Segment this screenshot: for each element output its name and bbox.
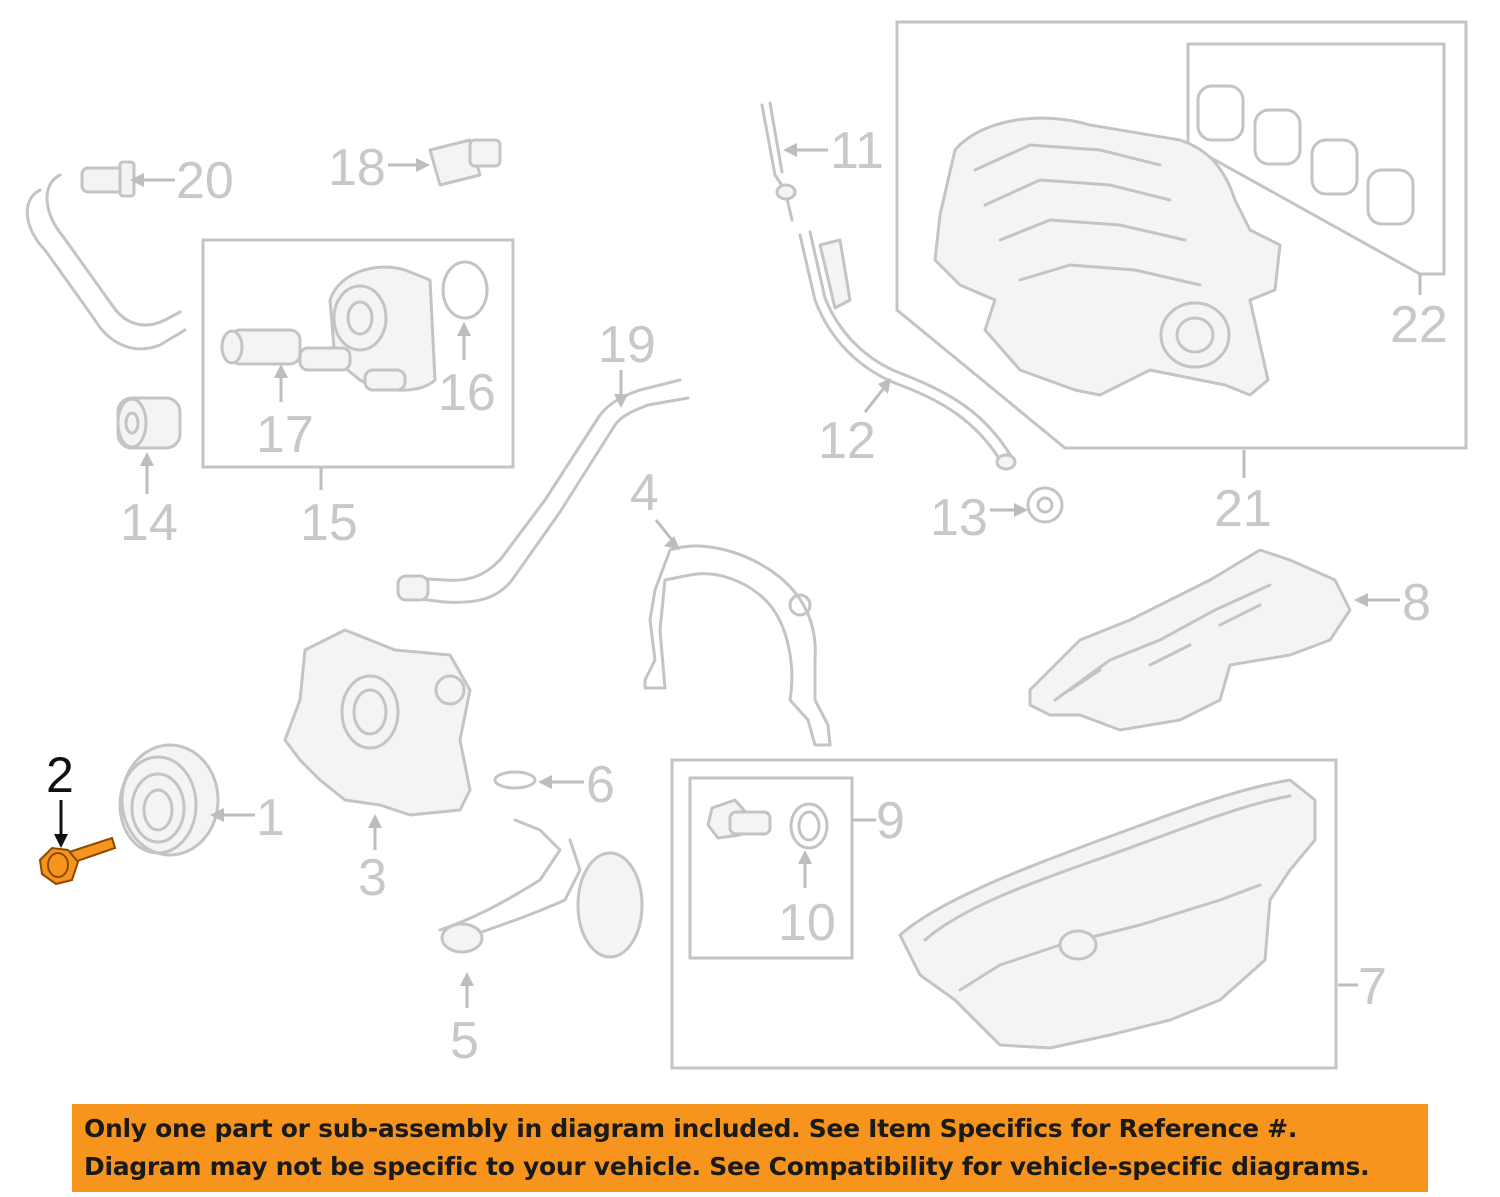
- callout-13-label: 13: [930, 489, 988, 547]
- callout-6-label: 6: [586, 756, 615, 814]
- callout-4: 4: [630, 464, 680, 550]
- callout-8: 8: [1354, 574, 1431, 632]
- callout-10: 10: [778, 850, 836, 952]
- callout-1: 1: [210, 789, 285, 847]
- callout-12: 12: [818, 378, 891, 470]
- callout-21: 21: [1214, 450, 1272, 538]
- part-21-intake-manifold: [933, 116, 1282, 397]
- assembly-box-9: [688, 776, 854, 960]
- callout-22: 22: [1390, 274, 1448, 354]
- disclaimer-line-2: Diagram may not be specific to your vehi…: [84, 1152, 1370, 1181]
- callout-11: 11: [783, 122, 884, 180]
- callout-17: 17: [256, 364, 314, 464]
- callout-16: 16: [438, 322, 496, 422]
- part-13-washer: [1026, 486, 1064, 524]
- assembly-box-22: [1186, 42, 1446, 276]
- callout-1-label: 1: [256, 789, 285, 847]
- callout-14: 14: [120, 452, 178, 552]
- callout-3: 3: [358, 814, 387, 907]
- part-11-dipstick: [760, 101, 797, 222]
- part-6-oring: [493, 770, 537, 790]
- disclaimer-line-1: Only one part or sub-assembly in diagram…: [84, 1114, 1298, 1143]
- callout-5: 5: [450, 972, 479, 1070]
- part-10-washer: [789, 802, 829, 850]
- callout-15-label: 15: [300, 494, 358, 552]
- callout-20-label: 20: [176, 152, 234, 210]
- callout-13: 13: [930, 489, 1028, 547]
- assembly-box-15: [201, 238, 515, 469]
- part-12-tube: [798, 230, 1017, 471]
- part-1-pulley: [118, 743, 220, 857]
- part-2-bolt: [38, 836, 117, 886]
- callout-11-label: 11: [830, 122, 884, 180]
- part-17-bolt: [220, 328, 302, 366]
- callout-18: 18: [328, 139, 430, 197]
- callout-12-label: 12: [818, 412, 876, 470]
- part-14-filter: [116, 396, 182, 450]
- callout-4-label: 4: [630, 464, 659, 522]
- part-4-gasket: [643, 544, 832, 747]
- callout-18-label: 18: [328, 139, 386, 197]
- callout-7-label: 7: [1358, 958, 1387, 1016]
- callout-15: 15: [300, 467, 358, 552]
- callout-21-label: 21: [1214, 480, 1272, 538]
- callout-6: 6: [538, 756, 615, 814]
- part-20-hose: [25, 160, 187, 351]
- part-15-oil-cooler: [298, 265, 437, 392]
- callout-16-label: 16: [438, 364, 496, 422]
- assembly-box-7: [670, 758, 1338, 1070]
- part-8-tray: [1028, 548, 1352, 732]
- disclaimer-banner: Only one part or sub-assembly in diagram…: [72, 1104, 1428, 1192]
- part-3-oil-pump: [283, 628, 472, 817]
- part-19-tube: [396, 378, 690, 604]
- callout-8-label: 8: [1402, 574, 1431, 632]
- callout-5-label: 5: [450, 1012, 479, 1070]
- callout-14-label: 14: [120, 494, 178, 552]
- assembly-box-21: [895, 20, 1468, 450]
- callout-9: 9: [852, 792, 905, 850]
- part-5-pickup: [438, 818, 644, 959]
- part-18-sensor: [428, 138, 502, 187]
- part-7-oil-pan: [898, 778, 1317, 1050]
- callout-19: 19: [598, 316, 656, 408]
- callout-20: 20: [130, 152, 234, 210]
- callout-2: 2: [46, 747, 74, 848]
- part-16-oring: [441, 260, 489, 320]
- callout-9-label: 9: [876, 792, 905, 850]
- part-9-drain-plug: [706, 798, 772, 840]
- callout-19-label: 19: [598, 316, 656, 374]
- callout-17-label: 17: [256, 406, 314, 464]
- parts-diagram: 20 18 14 16: [25, 20, 1468, 1070]
- callout-10-label: 10: [778, 894, 836, 952]
- callout-7: 7: [1338, 958, 1387, 1016]
- callout-3-label: 3: [358, 849, 387, 907]
- callout-2-label: 2: [46, 747, 74, 803]
- part-22-gaskets: [1196, 84, 1415, 226]
- callout-22-label: 22: [1390, 296, 1448, 354]
